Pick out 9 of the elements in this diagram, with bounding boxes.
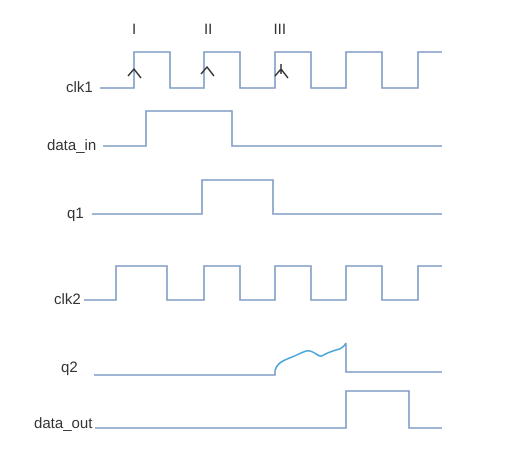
- signal-name: q2: [61, 360, 78, 375]
- signal-name: data_out: [34, 416, 92, 431]
- signal-name: data_in: [47, 138, 96, 153]
- signal-name: clk2: [54, 292, 81, 307]
- edge-number: I: [132, 22, 136, 37]
- signal-name: clk1: [66, 80, 93, 95]
- edge-number: II: [204, 22, 212, 37]
- edge-number: III: [274, 22, 286, 37]
- signal-name: q1: [67, 206, 84, 221]
